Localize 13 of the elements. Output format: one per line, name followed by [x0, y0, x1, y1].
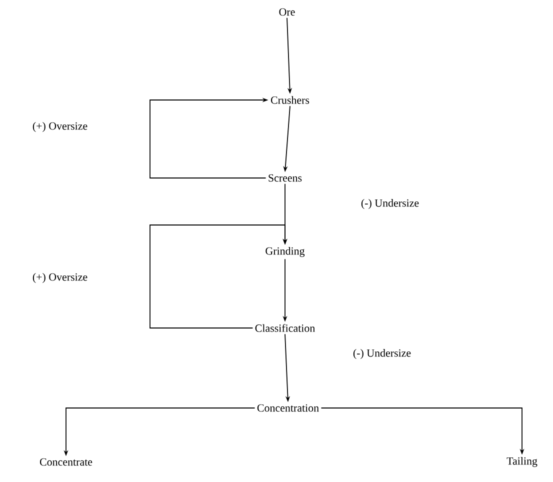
arrow [150, 224, 288, 328]
step-label: Concentration [257, 404, 319, 412]
step-label: Grinding [266, 247, 305, 257]
flow-note: (+) Oversize [32, 273, 88, 283]
flow-note: (-) Undersize [361, 199, 419, 209]
flow-note: (+) Oversize [32, 122, 88, 132]
flow-note: (-) Undersize [353, 349, 411, 359]
step-label: Ore [279, 8, 295, 16]
step-label: Concentrate [40, 458, 92, 466]
step-label: Crushers [270, 96, 310, 104]
step-label: Screens [268, 174, 302, 182]
step-label: Classification [255, 324, 315, 332]
step-label: Tailing [506, 457, 538, 467]
